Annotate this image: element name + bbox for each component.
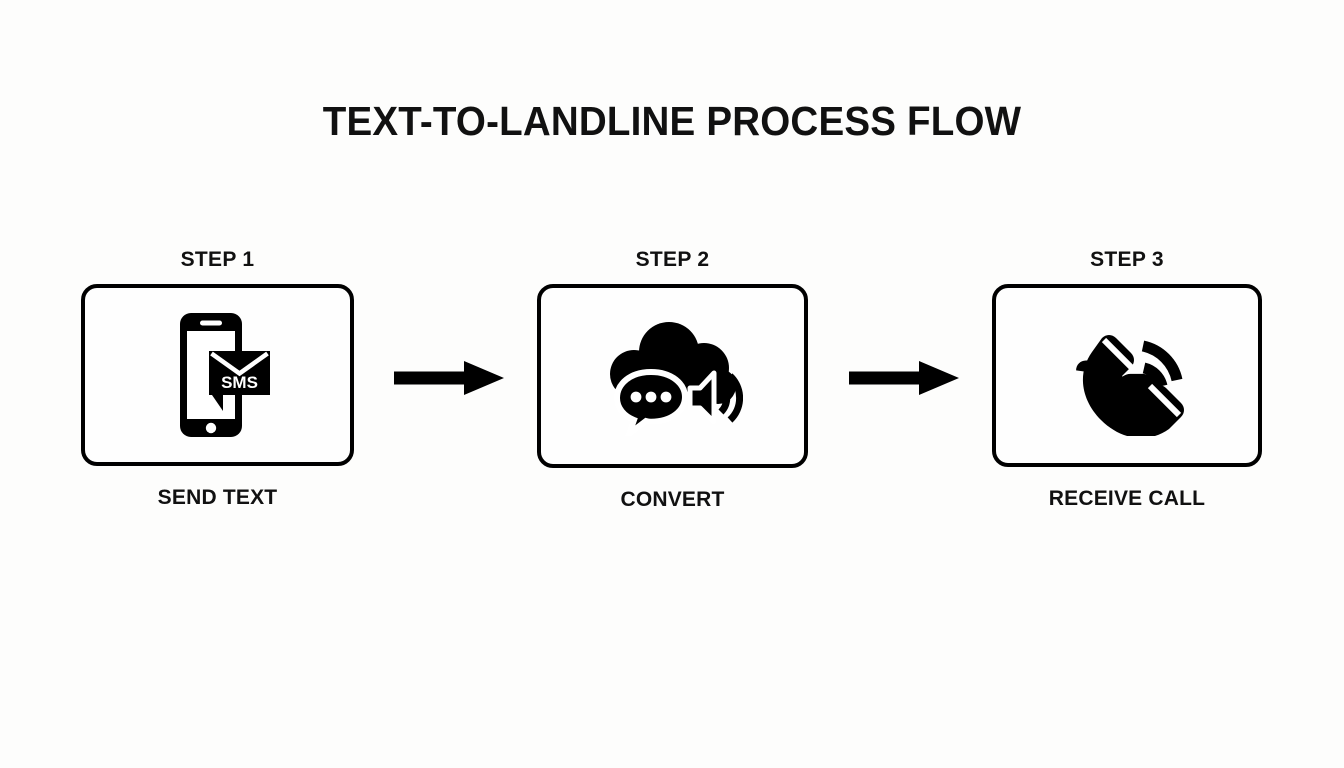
step-3-label: STEP 3 [1090, 248, 1164, 271]
step-2-box[interactable] [537, 284, 808, 468]
step-2-group: STEP 2 [537, 248, 808, 512]
svg-text:SMS: SMS [221, 373, 258, 392]
step-1-group: STEP 1 SMS S [81, 248, 354, 510]
step-1-caption: SEND TEXT [157, 486, 278, 509]
telephone-handset-ringing-icon [1065, 316, 1189, 436]
step-1-label: STEP 1 [180, 248, 255, 271]
step-2-label: STEP 2 [635, 248, 710, 271]
step-1-box[interactable]: SMS [81, 284, 354, 466]
arrow-step1-to-step2 [394, 361, 504, 395]
cloud-speech-speaker-icon [603, 316, 743, 436]
smartphone-sms-icon: SMS [162, 309, 274, 441]
arrow-right-icon [394, 361, 504, 395]
arrow-step2-to-step3 [849, 361, 959, 395]
step-3-box[interactable] [992, 284, 1262, 467]
step-2-caption: CONVERT [620, 488, 725, 511]
step-3-caption: RECEIVE CALL [1048, 487, 1206, 510]
step-3-group: STEP 3 [992, 248, 1262, 511]
arrow-right-icon [849, 361, 959, 395]
page-title: TEXT-TO-LANDLINE PROCESS FLOW [322, 98, 1022, 144]
